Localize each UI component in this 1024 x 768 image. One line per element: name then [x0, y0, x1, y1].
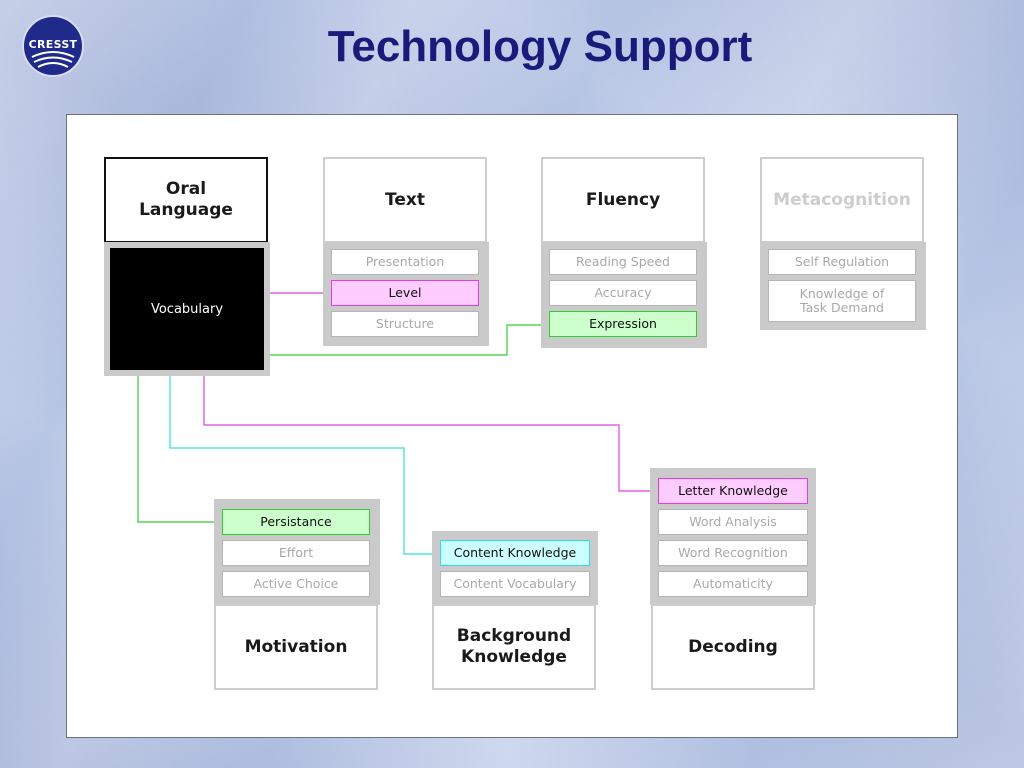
motivation-item-effort: Effort	[222, 540, 370, 566]
link-vocabulary-persistance	[137, 370, 222, 523]
decoding-item-letter-knowledge: Letter Knowledge	[658, 478, 808, 504]
motivation-item-persistance: Persistance	[222, 509, 370, 535]
logo-text: CRESST	[28, 38, 78, 51]
text-header: Text	[323, 157, 487, 243]
text-item-presentation: Presentation	[331, 249, 479, 275]
logo-waves-icon	[31, 51, 75, 68]
background-knowledge-header: Background Knowledge	[432, 604, 596, 690]
link-vocabulary-letter-knowledge	[203, 370, 658, 492]
decoding-item-automaticity: Automaticity	[658, 571, 808, 597]
oral-language-header: Oral Language	[104, 157, 268, 243]
cresst-logo: CRESST	[22, 15, 84, 77]
fluency-item-reading-speed: Reading Speed	[549, 249, 697, 275]
background-knowledge-item-content-vocabulary: Content Vocabulary	[440, 571, 590, 597]
fluency-item-accuracy: Accuracy	[549, 280, 697, 306]
motivation-item-active-choice: Active Choice	[222, 571, 370, 597]
metacognition-item-knowledge-of-task-demand: Knowledge of Task Demand	[768, 280, 916, 322]
background-knowledge-item-content-knowledge: Content Knowledge	[440, 540, 590, 566]
decoding-header: Decoding	[651, 604, 815, 690]
text-item-structure: Structure	[331, 311, 479, 337]
motivation-header: Motivation	[214, 604, 378, 690]
page-title: Technology Support	[327, 22, 753, 71]
fluency-header: Fluency	[541, 157, 705, 243]
vocabulary-box: Vocabulary	[110, 248, 264, 370]
metacognition-header: Metacognition	[760, 157, 924, 243]
decoding-item-word-analysis: Word Analysis	[658, 509, 808, 535]
link-vocabulary-expression	[264, 324, 549, 356]
text-item-level: Level	[331, 280, 479, 306]
metacognition-item-self-regulation: Self Regulation	[768, 249, 916, 275]
link-vocabulary-content-knowledge	[169, 370, 440, 555]
fluency-item-expression: Expression	[549, 311, 697, 337]
decoding-item-word-recognition: Word Recognition	[658, 540, 808, 566]
